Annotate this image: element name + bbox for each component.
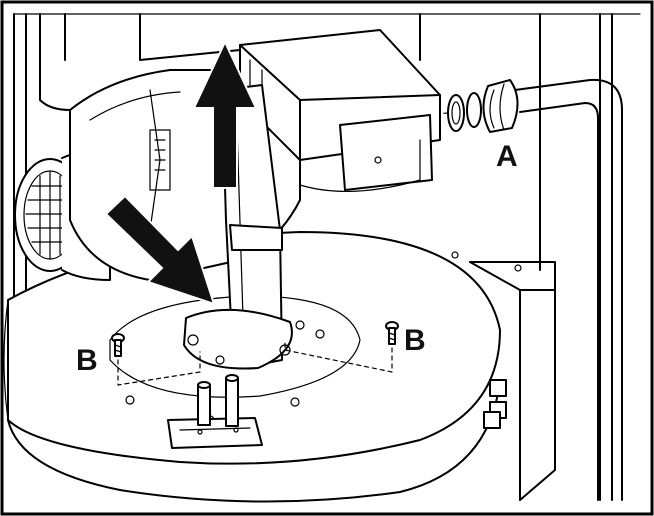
cabinet-housing — [13, 13, 641, 501]
label-b-right: B — [404, 324, 426, 357]
arrow-down-right-icon — [104, 194, 216, 306]
gas-valve — [239, 29, 441, 193]
screw-left — [111, 333, 125, 357]
exhaust-duct — [39, 13, 241, 111]
label-a: A — [496, 140, 518, 173]
gas-supply-pipe — [514, 78, 623, 501]
label-b-left: B — [76, 344, 98, 377]
venturi-tube — [183, 84, 293, 370]
arrow-up-icon — [192, 39, 258, 189]
edge-clips — [483, 379, 507, 429]
union-nut — [379, 79, 519, 133]
screw-leader-lines — [117, 339, 393, 386]
igniter-assembly — [167, 374, 263, 449]
screw-right — [385, 321, 399, 345]
